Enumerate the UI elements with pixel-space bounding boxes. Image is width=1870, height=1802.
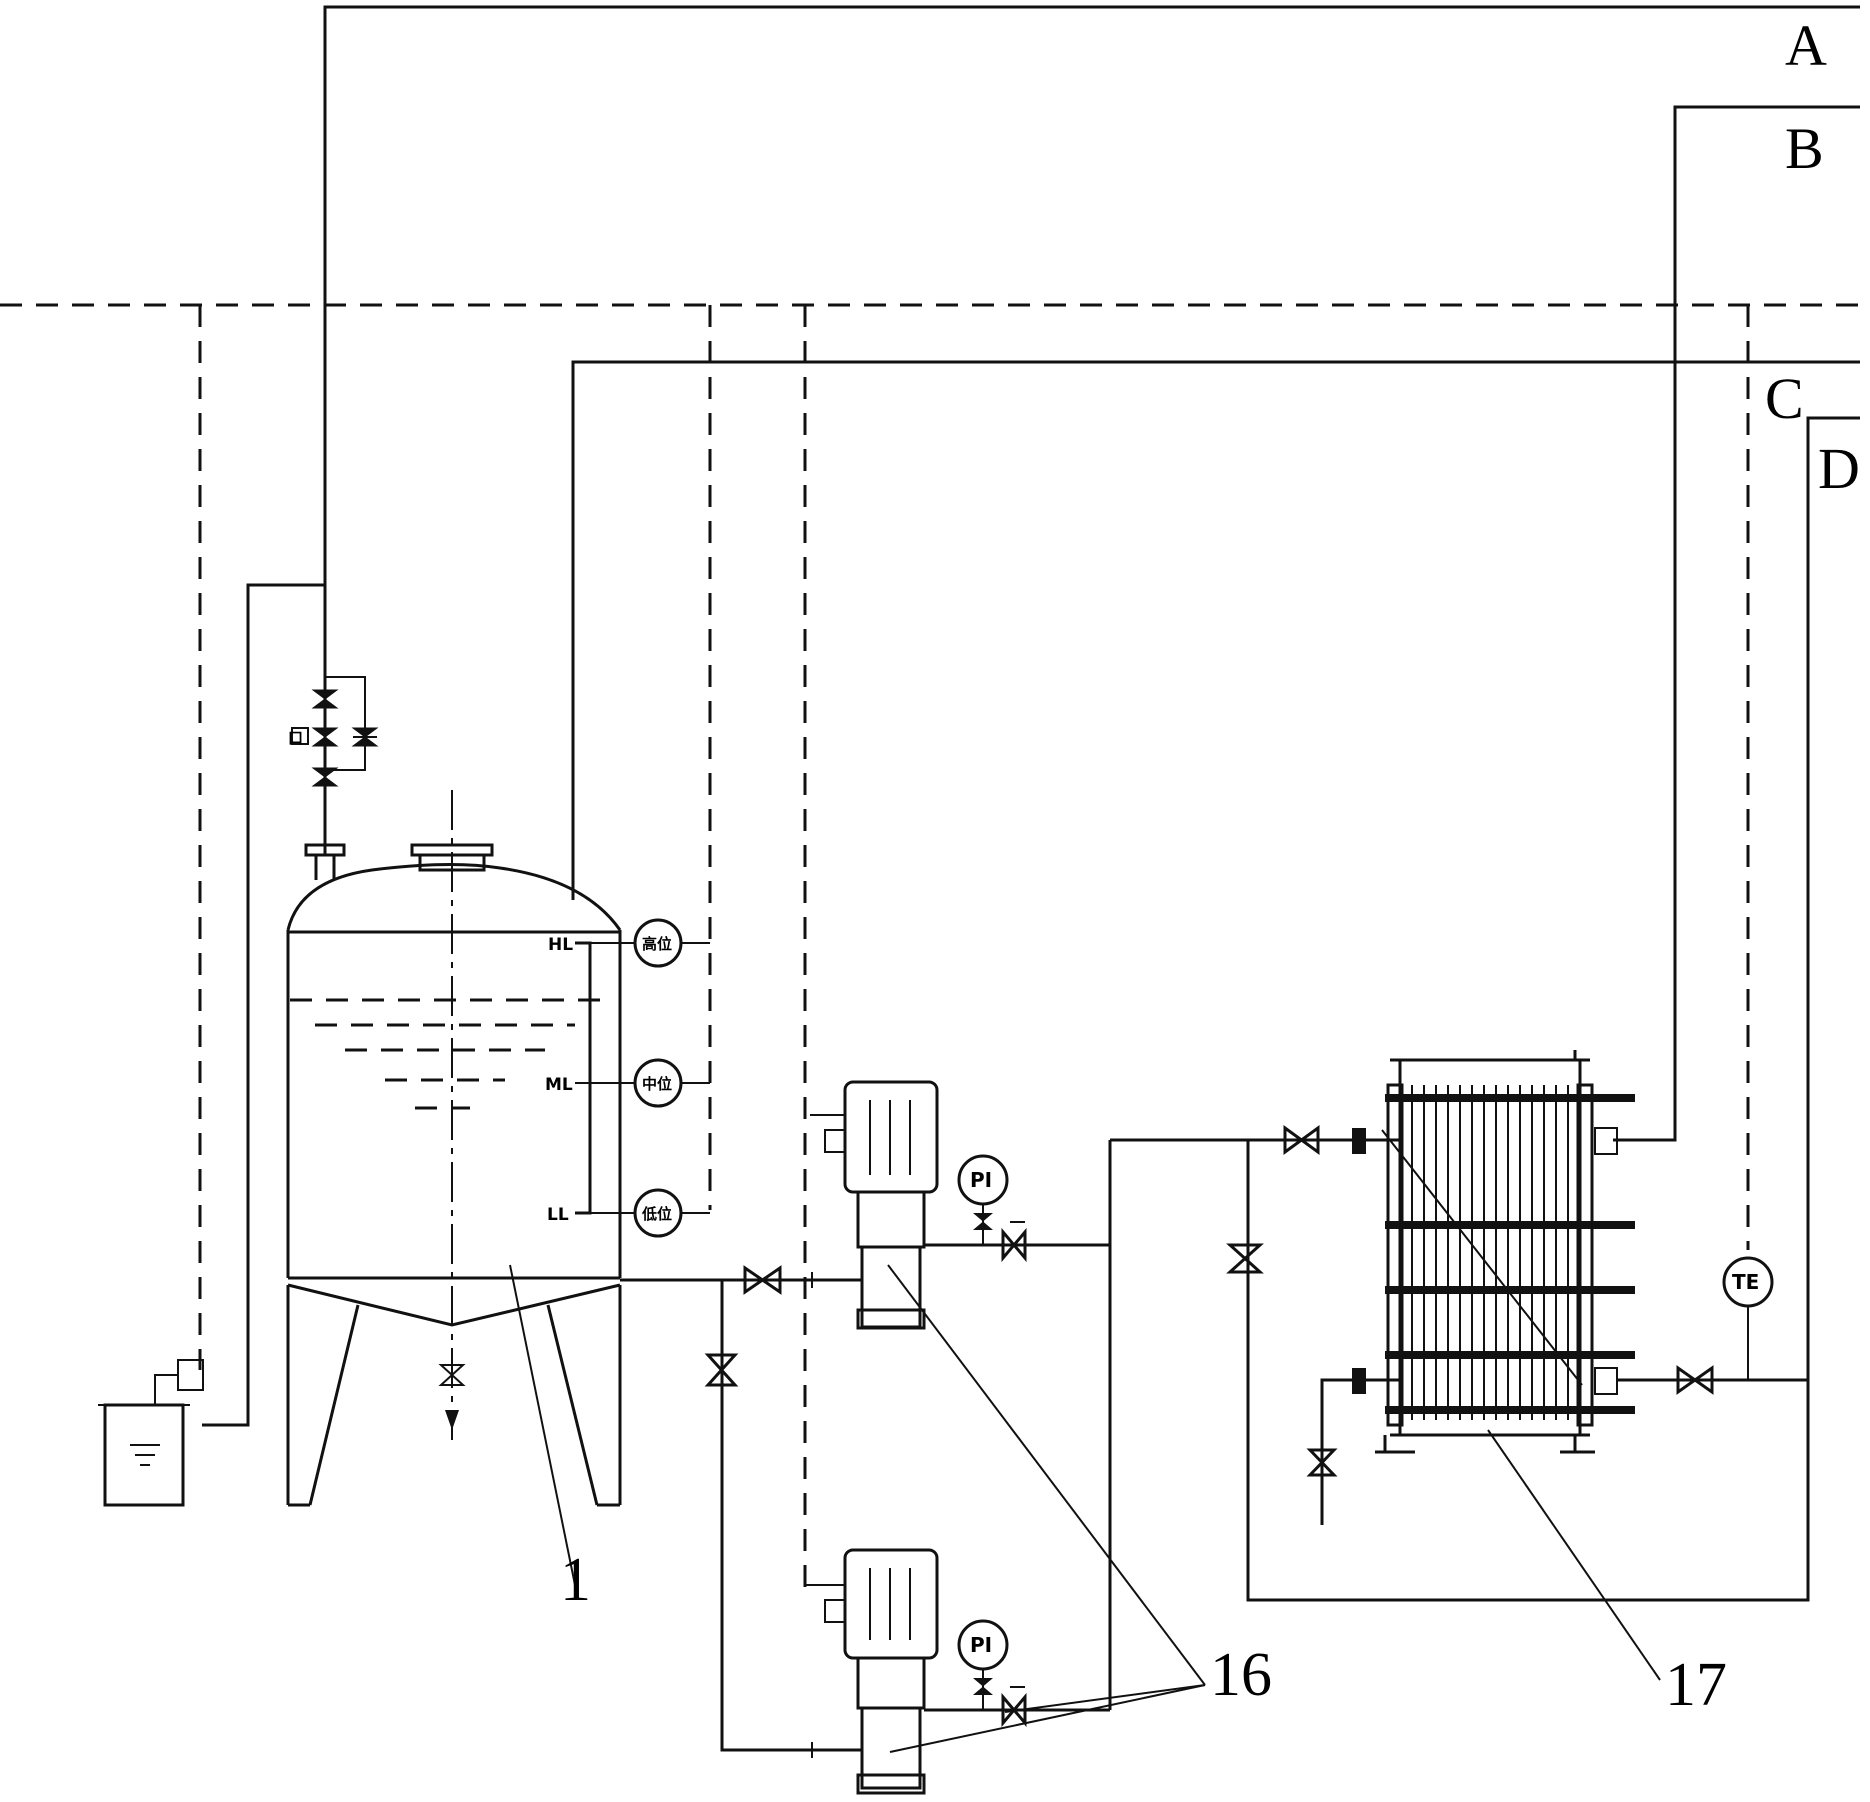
pump-2-discharge-valves <box>973 1669 1027 1728</box>
level-tag-low: LL <box>547 1205 569 1225</box>
pipe-b <box>1613 105 1860 1142</box>
level-tag-high: HL <box>548 935 573 955</box>
pressure-gauge-2-label: PI <box>970 1633 992 1657</box>
level-switch-high-label: 高位 <box>642 935 672 953</box>
high-level-switch <box>633 918 683 968</box>
temperature-element-label: TE <box>1732 1270 1759 1294</box>
mid-level-switch <box>633 1058 683 1108</box>
pump-2 <box>805 1548 1110 1795</box>
valve-tag: 口 <box>288 729 303 747</box>
pipe-a <box>202 5 1860 1427</box>
pipe-d <box>1246 416 1860 1602</box>
inlet-valve-manifold <box>291 585 379 855</box>
callout-exchanger: 17 <box>1665 1651 1727 1719</box>
discharge-header <box>1108 1125 1352 1710</box>
exchanger-drain <box>1306 1378 1352 1525</box>
plate-heat-exchanger <box>1352 1050 1635 1454</box>
low-level-switch <box>633 1188 683 1238</box>
dosing-vessel <box>98 1359 204 1507</box>
callout-line-tank <box>509 1264 576 1586</box>
pressure-gauge-1-label: PI <box>970 1168 992 1192</box>
storage-tank <box>286 790 622 1507</box>
exchanger-outlet <box>1617 1138 1808 1395</box>
line-label-c: C <box>1765 366 1804 431</box>
line-label-b: B <box>1785 116 1824 181</box>
level-switch-mid-label: 中位 <box>642 1075 672 1093</box>
level-switch-low-label: 低位 <box>641 1205 672 1223</box>
pump-1-discharge-valves <box>973 1204 1027 1263</box>
pump-1 <box>810 1080 1110 1330</box>
level-gauge <box>575 941 710 1215</box>
callout-pumps: 16 <box>1210 1641 1272 1709</box>
line-label-d: D <box>1818 436 1860 501</box>
pipe-c <box>571 360 1860 900</box>
callout-lines <box>887 1129 1661 1753</box>
level-tag-mid: ML <box>545 1075 573 1095</box>
temperature-element <box>1722 1256 1774 1308</box>
line-label-a: A <box>1785 13 1827 78</box>
control-signal-lines <box>0 303 1870 1600</box>
suction-header <box>620 1265 862 1758</box>
callout-tank: 1 <box>560 1546 591 1614</box>
